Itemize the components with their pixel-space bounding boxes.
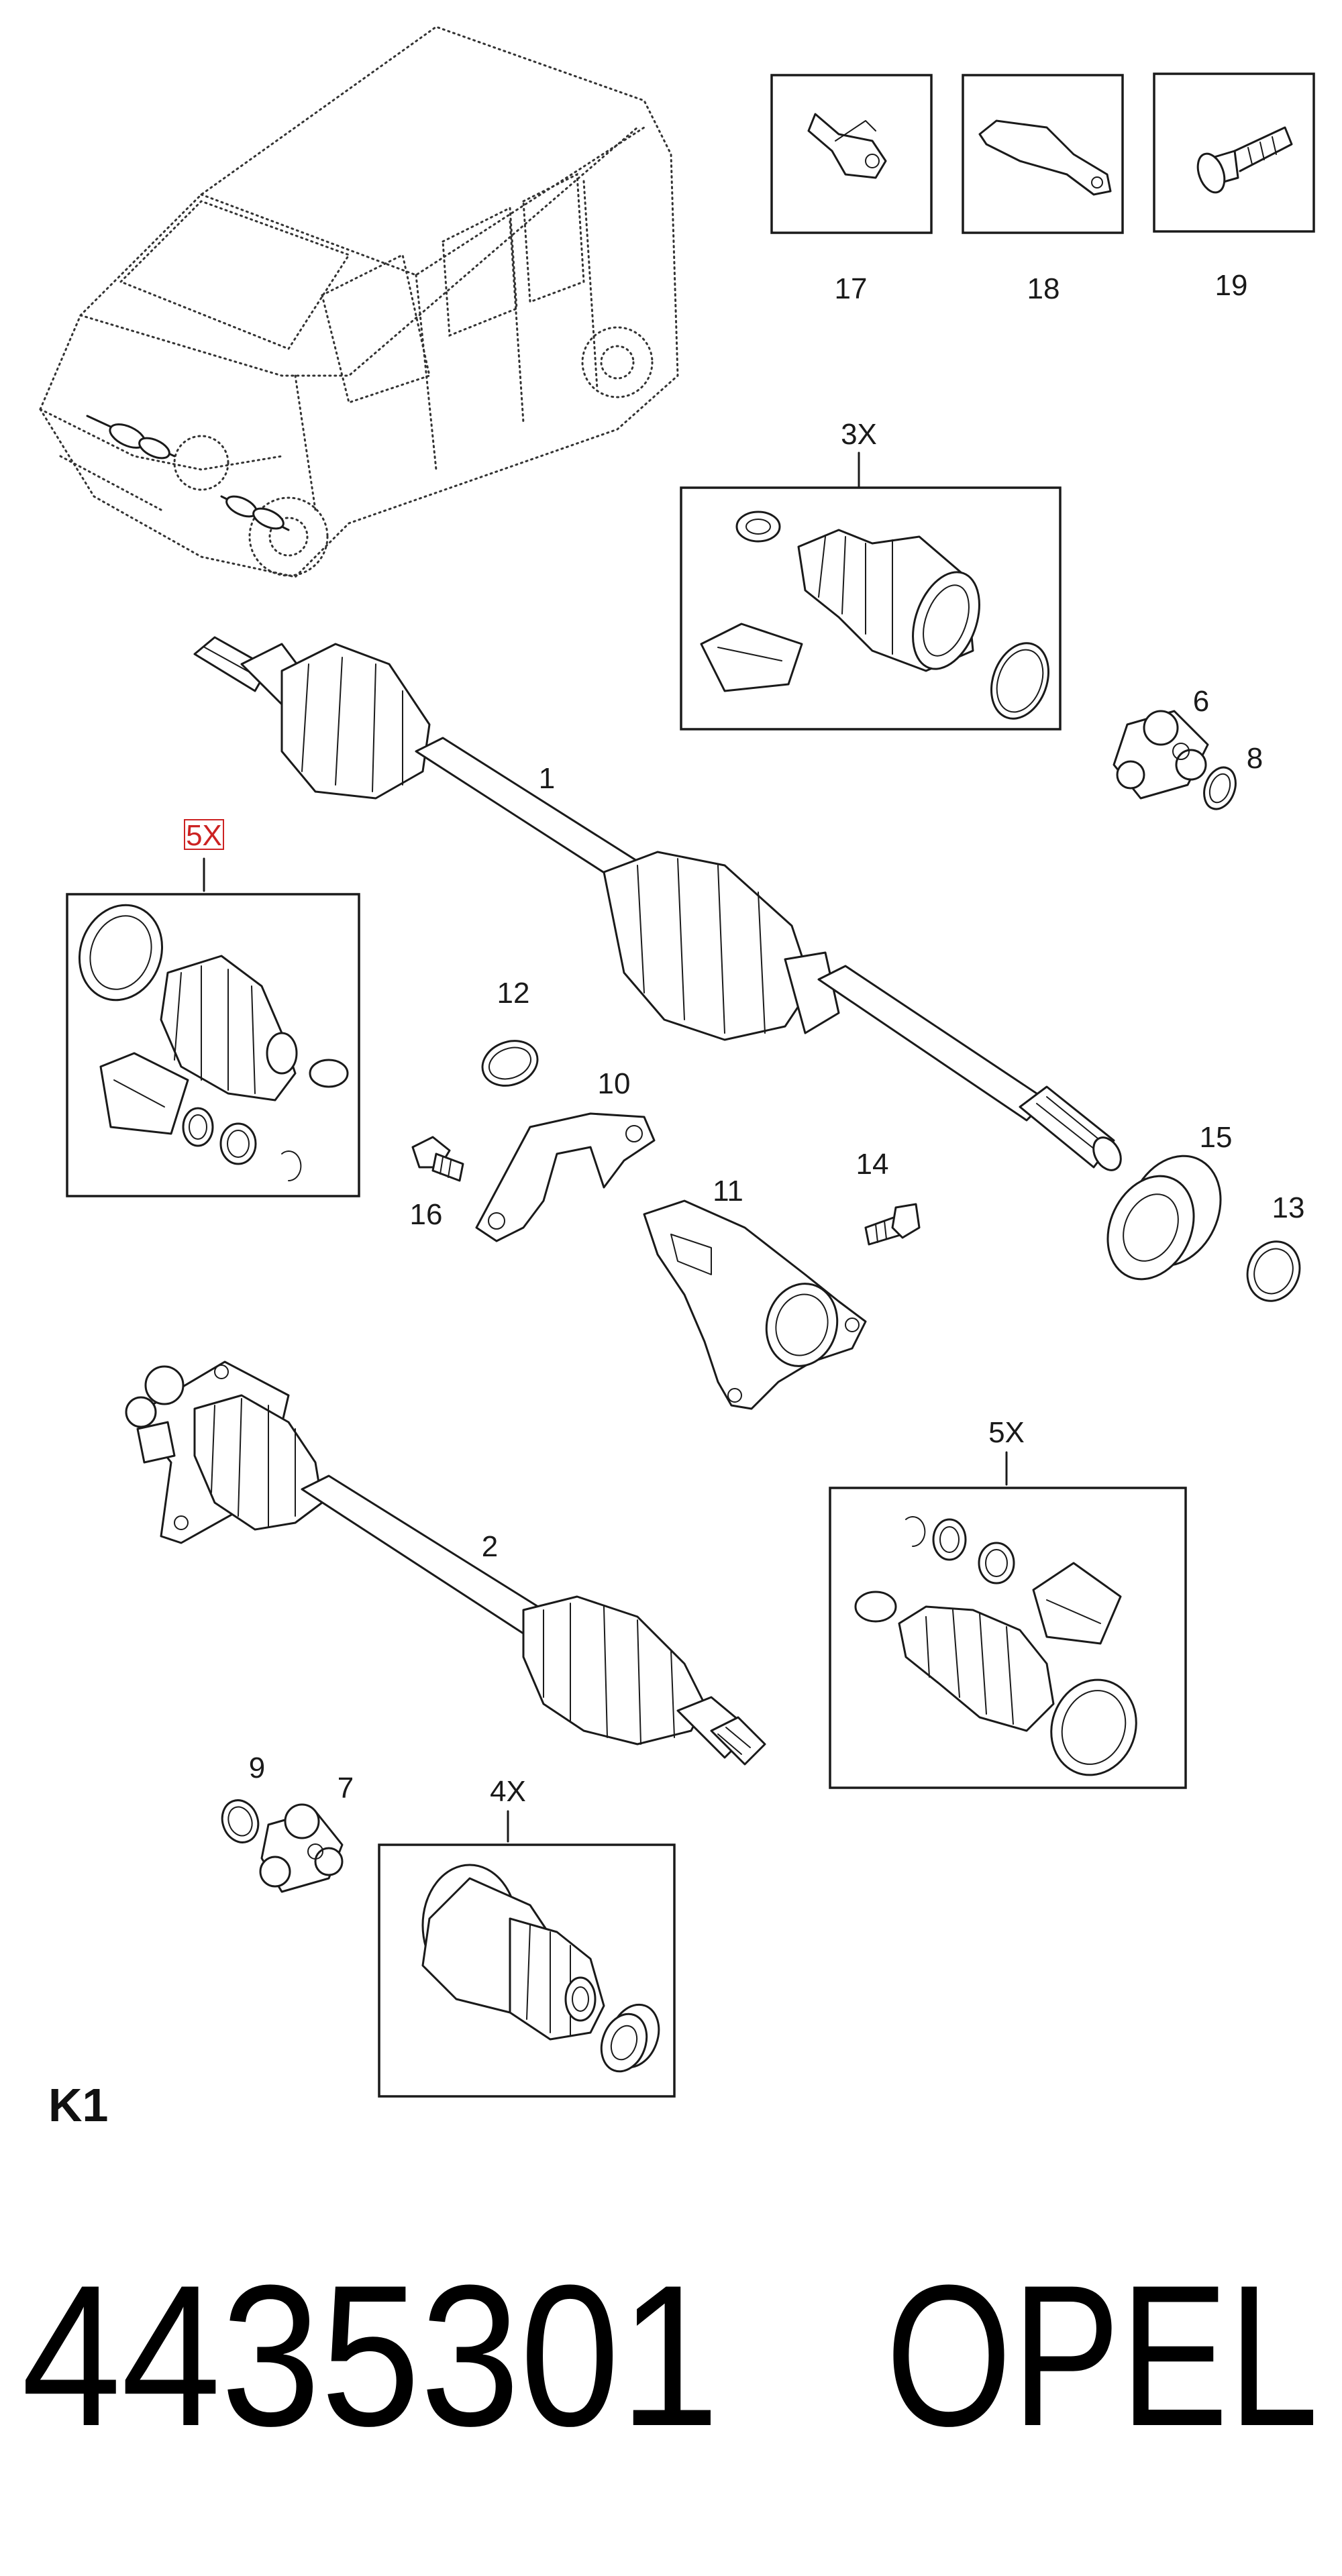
part-box-3x xyxy=(680,486,1062,731)
label-7: 7 xyxy=(338,1772,354,1805)
brand-name: OPEL xyxy=(886,2243,1319,2468)
label-8: 8 xyxy=(1247,742,1263,775)
label-4x: 4X xyxy=(490,1775,526,1808)
label-10: 10 xyxy=(598,1067,631,1100)
bolt-14 xyxy=(864,1203,921,1246)
part-box-19 xyxy=(1153,72,1315,233)
label-11: 11 xyxy=(713,1175,743,1208)
bearing-bracket-11 xyxy=(643,1199,867,1410)
label-1: 1 xyxy=(539,762,555,795)
circlip-9 xyxy=(221,1799,260,1843)
label-5x-left: 5X xyxy=(186,819,222,852)
part-box-5x-right xyxy=(829,1487,1187,1789)
part-number: 4435301 xyxy=(21,2243,719,2468)
section-code: K1 xyxy=(48,2079,108,2131)
label-3x: 3X xyxy=(841,418,877,451)
circlip-13 xyxy=(1246,1240,1301,1302)
part-box-4x xyxy=(378,1843,676,2098)
label-9: 9 xyxy=(249,1752,265,1784)
tripod-joint-7 xyxy=(259,1803,344,1893)
label-17: 17 xyxy=(835,272,868,305)
part-box-17 xyxy=(770,74,933,234)
bolt-16 xyxy=(411,1136,464,1182)
label-15: 15 xyxy=(1200,1121,1233,1154)
label-19: 19 xyxy=(1215,269,1248,302)
circlip-12 xyxy=(481,1040,539,1087)
bearing-15 xyxy=(1106,1155,1222,1281)
label-13: 13 xyxy=(1272,1191,1305,1224)
label-16: 16 xyxy=(410,1198,443,1231)
label-18: 18 xyxy=(1027,272,1060,305)
part-box-5x-left xyxy=(66,893,360,1197)
drive-shaft-1 xyxy=(193,636,1122,1171)
tripod-joint-6 xyxy=(1113,710,1209,800)
label-2: 2 xyxy=(482,1530,498,1563)
circlip-8 xyxy=(1203,766,1237,810)
highlight-box xyxy=(184,819,224,850)
label-14: 14 xyxy=(856,1148,889,1181)
drive-shaft-2 xyxy=(125,1360,766,1766)
label-5x-right: 5X xyxy=(988,1416,1025,1449)
bracket-10 xyxy=(475,1112,656,1242)
van-illustration xyxy=(39,25,679,578)
part-box-18 xyxy=(962,74,1124,234)
label-6: 6 xyxy=(1193,685,1209,718)
label-12: 12 xyxy=(497,977,530,1010)
